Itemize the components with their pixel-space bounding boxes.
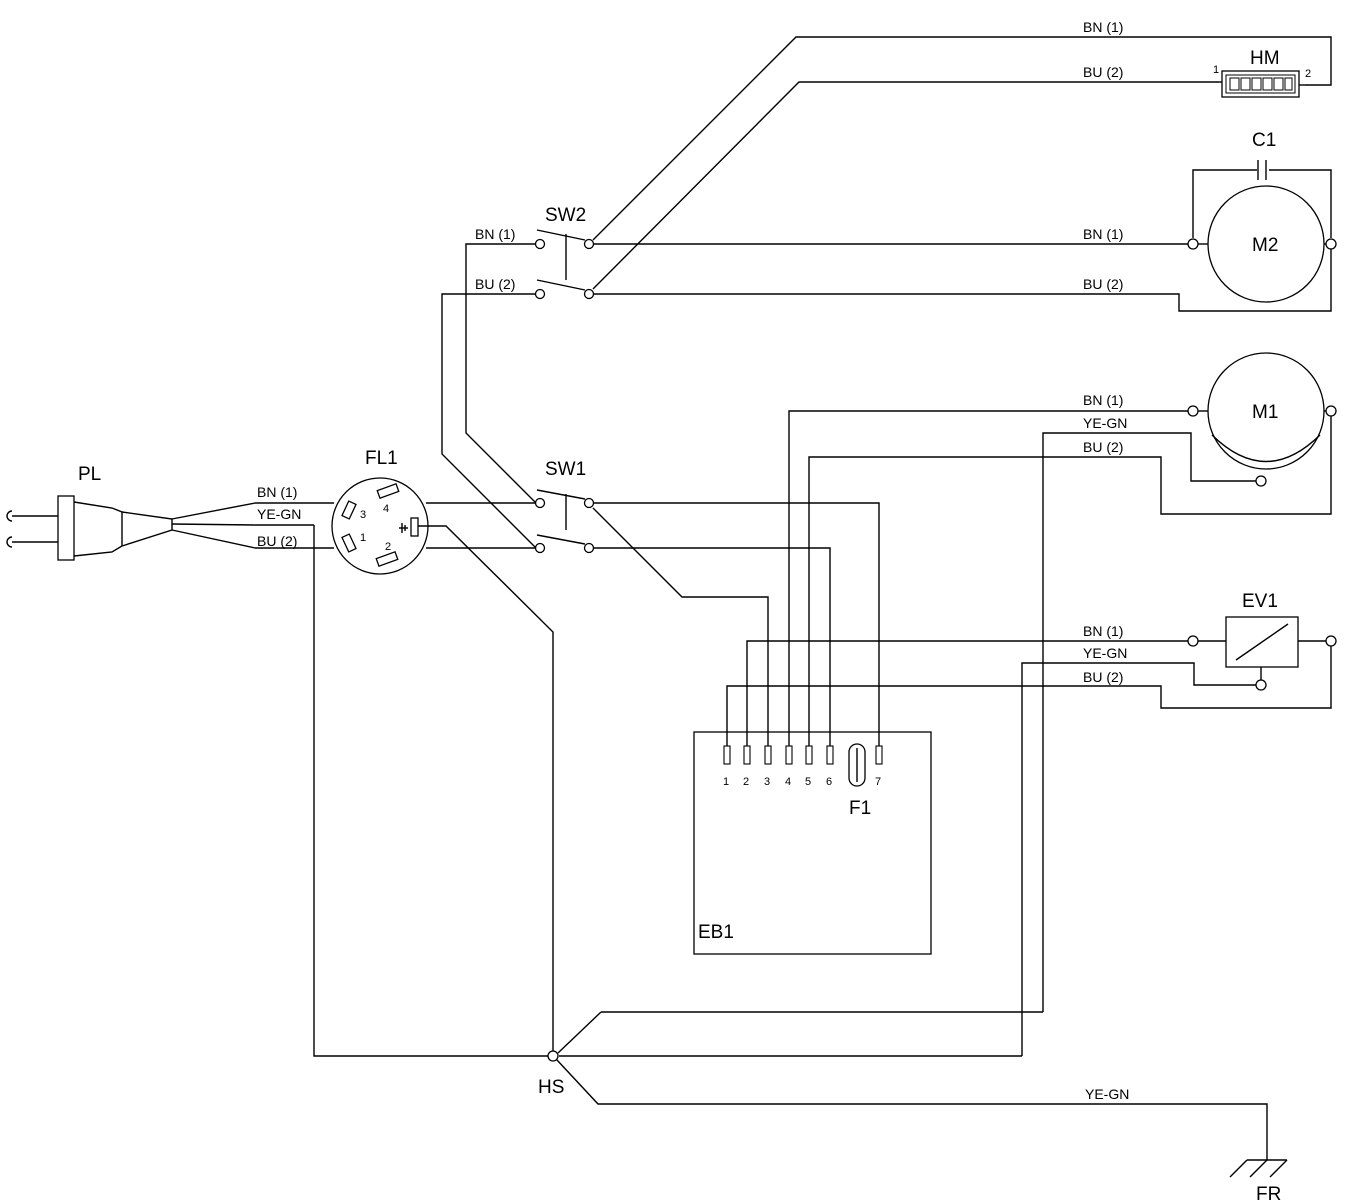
motor-m1: M1 (1187, 352, 1337, 487)
sw2-bu-in-label: BU (2) (475, 276, 515, 292)
eb1-terminal-5 (805, 745, 813, 765)
hour-meter-hm: 1 2 HM (1213, 48, 1311, 98)
frame-ground-fr: FR (1229, 1159, 1288, 1204)
sw2-output-wires: BN (1) BU (2) BN (1) BU (2) (592, 19, 1332, 312)
eb1-terminal-7 (875, 745, 883, 765)
fl1-wires (313, 502, 554, 1057)
eb1-terminal-1 (723, 745, 731, 765)
switch-sw2: SW2 (534, 205, 595, 300)
pl-label: PL (78, 464, 101, 485)
m2-bu-label: BU (2) (1083, 276, 1123, 292)
eb1-pin-7: 7 (875, 776, 881, 788)
pl-yegn-label: YE-GN (257, 506, 301, 522)
fl1-pin-4: 4 (383, 503, 389, 515)
ev1-wires: BN (1) YE-GN BU (2) (726, 623, 1332, 1056)
hm-bu-label: BU (2) (1083, 64, 1123, 80)
eb1-pin-5: 5 (805, 776, 811, 788)
m2-bn-label: BN (1) (1083, 226, 1123, 242)
m1-yegn-label: YE-GN (1083, 415, 1127, 431)
board-eb1: 1 2 3 4 5 6 7 F1 EB1 (693, 731, 932, 955)
c1-label: C1 (1252, 130, 1276, 151)
hm-pin-2: 2 (1305, 68, 1311, 80)
ev1-bu-label: BU (2) (1083, 669, 1123, 685)
eb1-pin-4: 4 (785, 776, 791, 788)
fl1-pin-3: 3 (360, 509, 366, 521)
hs-label: HS (538, 1077, 564, 1098)
f1-label: F1 (849, 798, 871, 819)
fl1-pin-1: 1 (360, 532, 366, 544)
fuse-f1 (848, 743, 866, 787)
m1-bn-label: BN (1) (1083, 392, 1123, 408)
eb1-terminal-3 (764, 745, 772, 765)
sw1-label: SW1 (545, 459, 586, 480)
valve-ev1: EV1 (1187, 591, 1337, 691)
m1-wires: BN (1) YE-GN BU (2) (788, 392, 1332, 1012)
ev1-bn-label: BN (1) (1083, 623, 1123, 639)
eb1-pin-6: 6 (826, 776, 832, 788)
motor-m2: M2 C1 (1187, 130, 1337, 303)
eb1-pin-3: 3 (764, 776, 770, 788)
m1-bu-label: BU (2) (1083, 439, 1123, 455)
ev1-label: EV1 (1242, 591, 1278, 612)
hm-pin-1: 1 (1213, 64, 1219, 76)
sw2-label: SW2 (545, 205, 586, 226)
m2-label: M2 (1252, 235, 1278, 256)
pl-wires: BN (1) YE-GN BU (2) (255, 484, 334, 549)
eb1-pin-1: 1 (723, 776, 729, 788)
plug-pl: PL (6, 464, 256, 561)
filter-fl1: 3 1 4 2 FL1 (331, 448, 429, 575)
sw2-bn-in-label: BN (1) (475, 226, 515, 242)
pl-bn-label: BN (1) (257, 484, 297, 500)
hm-bn-label: BN (1) (1083, 19, 1123, 35)
eb1-terminal-6 (826, 745, 834, 765)
fl1-pin-2: 2 (385, 541, 391, 553)
eb1-terminal-4 (785, 745, 793, 765)
hm-label: HM (1250, 48, 1280, 69)
eb1-pin-2: 2 (743, 776, 749, 788)
fr-yegn-label: YE-GN (1085, 1086, 1129, 1102)
sw-feed-wires: BN (1) BU (2) (441, 226, 537, 549)
pl-bu-label: BU (2) (257, 533, 297, 549)
earth-hs: HS YE-GN (538, 1011, 1268, 1160)
fr-label: FR (1256, 1184, 1281, 1204)
ev1-yegn-label: YE-GN (1083, 645, 1127, 661)
sw1-output-wires (592, 502, 880, 746)
switch-sw1: SW1 (534, 459, 595, 554)
eb1-label: EB1 (698, 922, 734, 943)
eb1-terminal-2 (743, 745, 751, 765)
fl1-label: FL1 (365, 448, 398, 469)
m1-label: M1 (1252, 402, 1278, 423)
